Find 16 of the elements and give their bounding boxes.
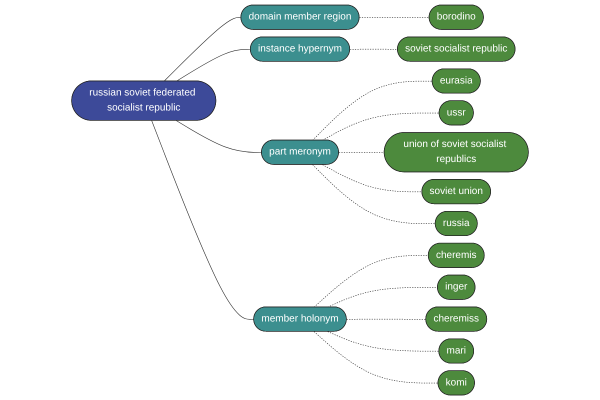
connector [314, 331, 439, 384]
connector [176, 120, 262, 153]
connector [312, 80, 433, 141]
connector [314, 255, 429, 308]
connector [176, 49, 251, 82]
connector [359, 16, 430, 18]
connector [327, 331, 440, 352]
connector [312, 164, 436, 224]
connector [327, 287, 438, 308]
connector [346, 318, 426, 320]
connector [322, 112, 440, 141]
connector [322, 164, 422, 192]
connector [338, 152, 385, 153]
connector [164, 17, 242, 82]
connector [350, 48, 398, 50]
connector [151, 120, 254, 320]
